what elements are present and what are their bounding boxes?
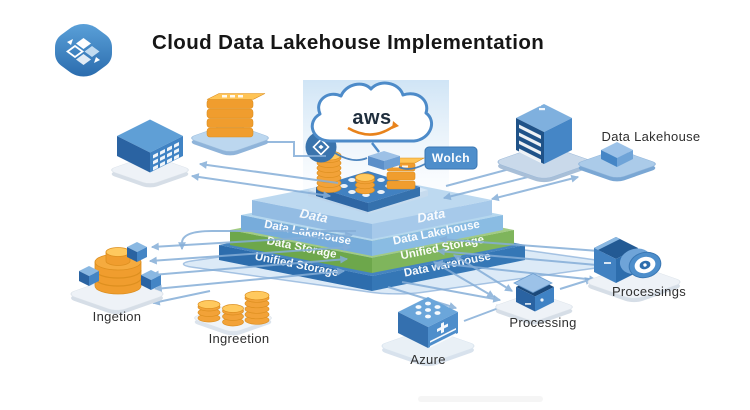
watch-tag-label: Wolch	[432, 151, 470, 165]
coin-stacks-icon	[197, 290, 270, 327]
server-tower-icon	[516, 101, 572, 164]
azure-label: Azure	[410, 352, 445, 367]
cloud-stem	[371, 142, 380, 153]
data-table-icon	[117, 119, 183, 173]
data-lakehouse-label: Data Lakehouse	[602, 129, 701, 144]
node-processing: Processing	[491, 273, 577, 330]
azure-top-dots	[415, 301, 441, 319]
watch-tag: Wolch	[424, 146, 478, 170]
node-azure: Azure	[376, 297, 480, 368]
page-title: Cloud Data Lakehouse Implementation	[152, 31, 544, 54]
processing-label: Processing	[509, 315, 576, 330]
flow-arrow	[387, 286, 458, 310]
flow-arrow	[190, 173, 332, 199]
layer1-right-label: Data	[416, 205, 447, 225]
processing-box-icon	[513, 273, 554, 312]
aws-smile-arrow-tip	[392, 121, 399, 129]
node-processings: Processings	[582, 237, 686, 304]
aws-logo: aws	[310, 81, 434, 143]
circle-connector	[334, 152, 368, 162]
azure-cube-icon	[398, 297, 458, 348]
top-platform	[308, 150, 428, 214]
flow-connector	[262, 141, 326, 157]
cube-icon	[127, 242, 147, 262]
header: Cloud Data Lakehouse Implementation	[55, 24, 544, 77]
footer-smudge	[418, 396, 543, 402]
ingetion-label: Ingetion	[93, 309, 142, 324]
aws-cloud-group: aws Wolch	[305, 81, 478, 170]
layer1-left-label: Data	[299, 205, 330, 225]
aws-smile-icon	[347, 124, 395, 136]
cube-icon	[141, 270, 161, 290]
flow-arrow	[153, 267, 346, 293]
lakehouse-logo-icon	[55, 24, 112, 77]
node-ingreetion: Ingreetion	[190, 290, 276, 346]
coin-stack-small-icon	[355, 173, 375, 195]
node-slab-stack	[187, 93, 273, 157]
stem-box-icon	[368, 151, 400, 170]
aws-label: aws	[352, 107, 391, 129]
flow-arrow	[453, 254, 513, 292]
flow-arrow	[559, 277, 594, 290]
database-icon	[94, 247, 142, 295]
node-server	[492, 101, 596, 184]
lakehouse-box-icon	[601, 142, 633, 167]
node-grid-box	[107, 119, 193, 189]
azure-face-glyph	[430, 322, 456, 348]
tag-connector	[398, 163, 426, 170]
flow-arrow	[151, 290, 211, 306]
processings-label: Processings	[612, 284, 686, 299]
flow-arrow	[490, 174, 580, 202]
roll-icon	[619, 248, 662, 279]
ingreetion-label: Ingreetion	[209, 331, 270, 346]
node-data-lakehouse: Data Lakehouse	[574, 129, 701, 183]
node-ingetion: Ingetion	[65, 242, 169, 324]
cube-icon	[79, 266, 99, 286]
slab-stack-icon	[206, 93, 266, 138]
